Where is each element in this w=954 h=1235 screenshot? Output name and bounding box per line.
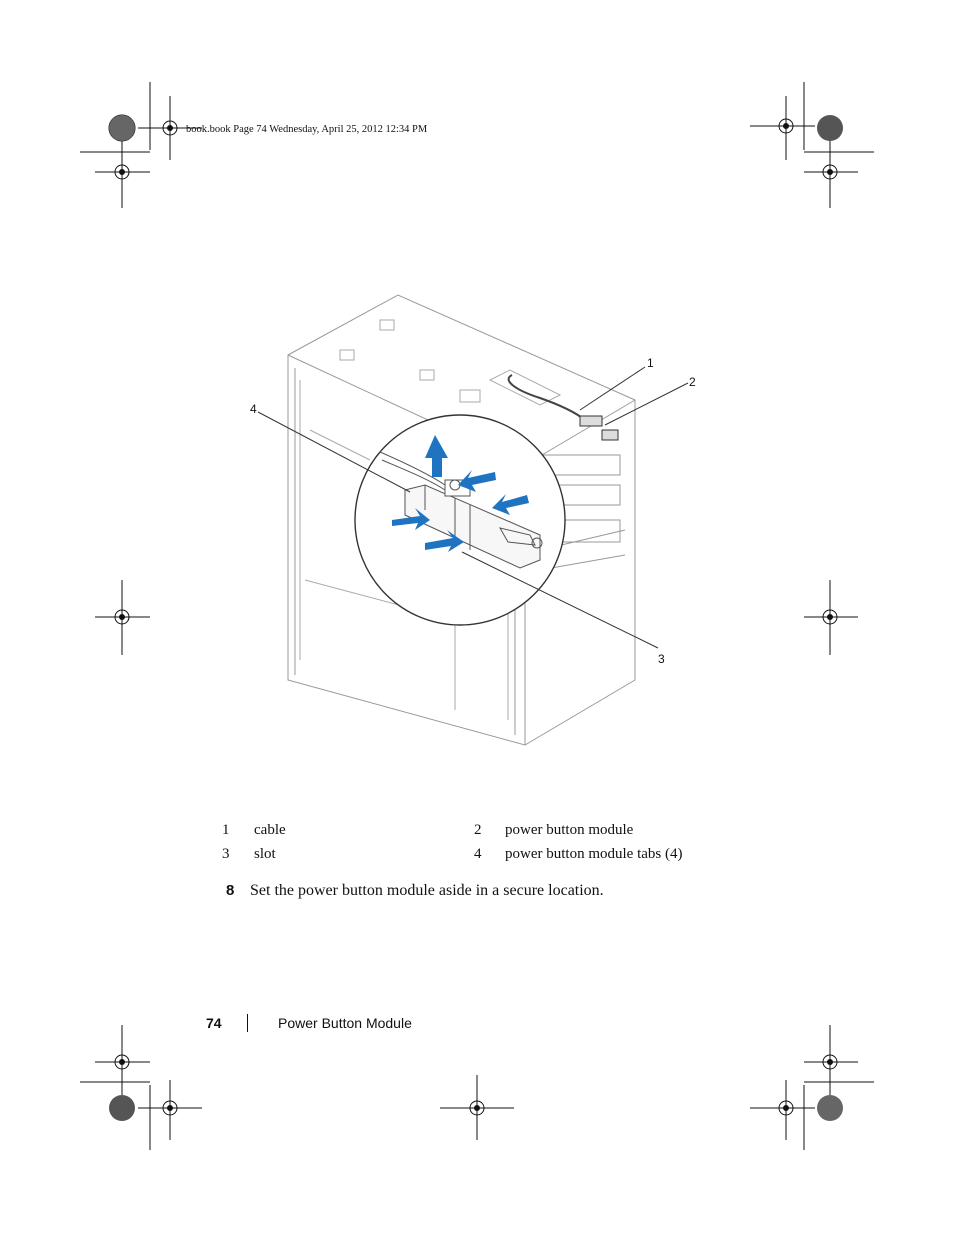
legend-text: power button module tabs (4)	[505, 846, 683, 862]
legend-text: slot	[254, 846, 276, 862]
step-text: Set the power button module aside in a s…	[250, 882, 604, 899]
page-number: 74	[206, 1015, 222, 1031]
footer-separator	[247, 1014, 248, 1032]
book-info-header: book.book Page 74 Wednesday, April 25, 2…	[186, 124, 428, 135]
callout-1: 1	[647, 356, 654, 370]
step-number: 8	[226, 882, 235, 899]
callout-4: 4	[250, 402, 257, 416]
callout-3: 3	[658, 652, 665, 666]
legend-number: 2	[474, 822, 482, 838]
legend-text: power button module	[505, 822, 634, 838]
callout-2: 2	[689, 375, 696, 389]
computer-chassis-illustration	[257, 294, 689, 746]
legend-text: cable	[254, 822, 286, 838]
legend-number: 3	[222, 846, 230, 862]
legend-number: 4	[474, 846, 482, 862]
section-title: Power Button Module	[278, 1015, 412, 1031]
legend-number: 1	[222, 822, 230, 838]
